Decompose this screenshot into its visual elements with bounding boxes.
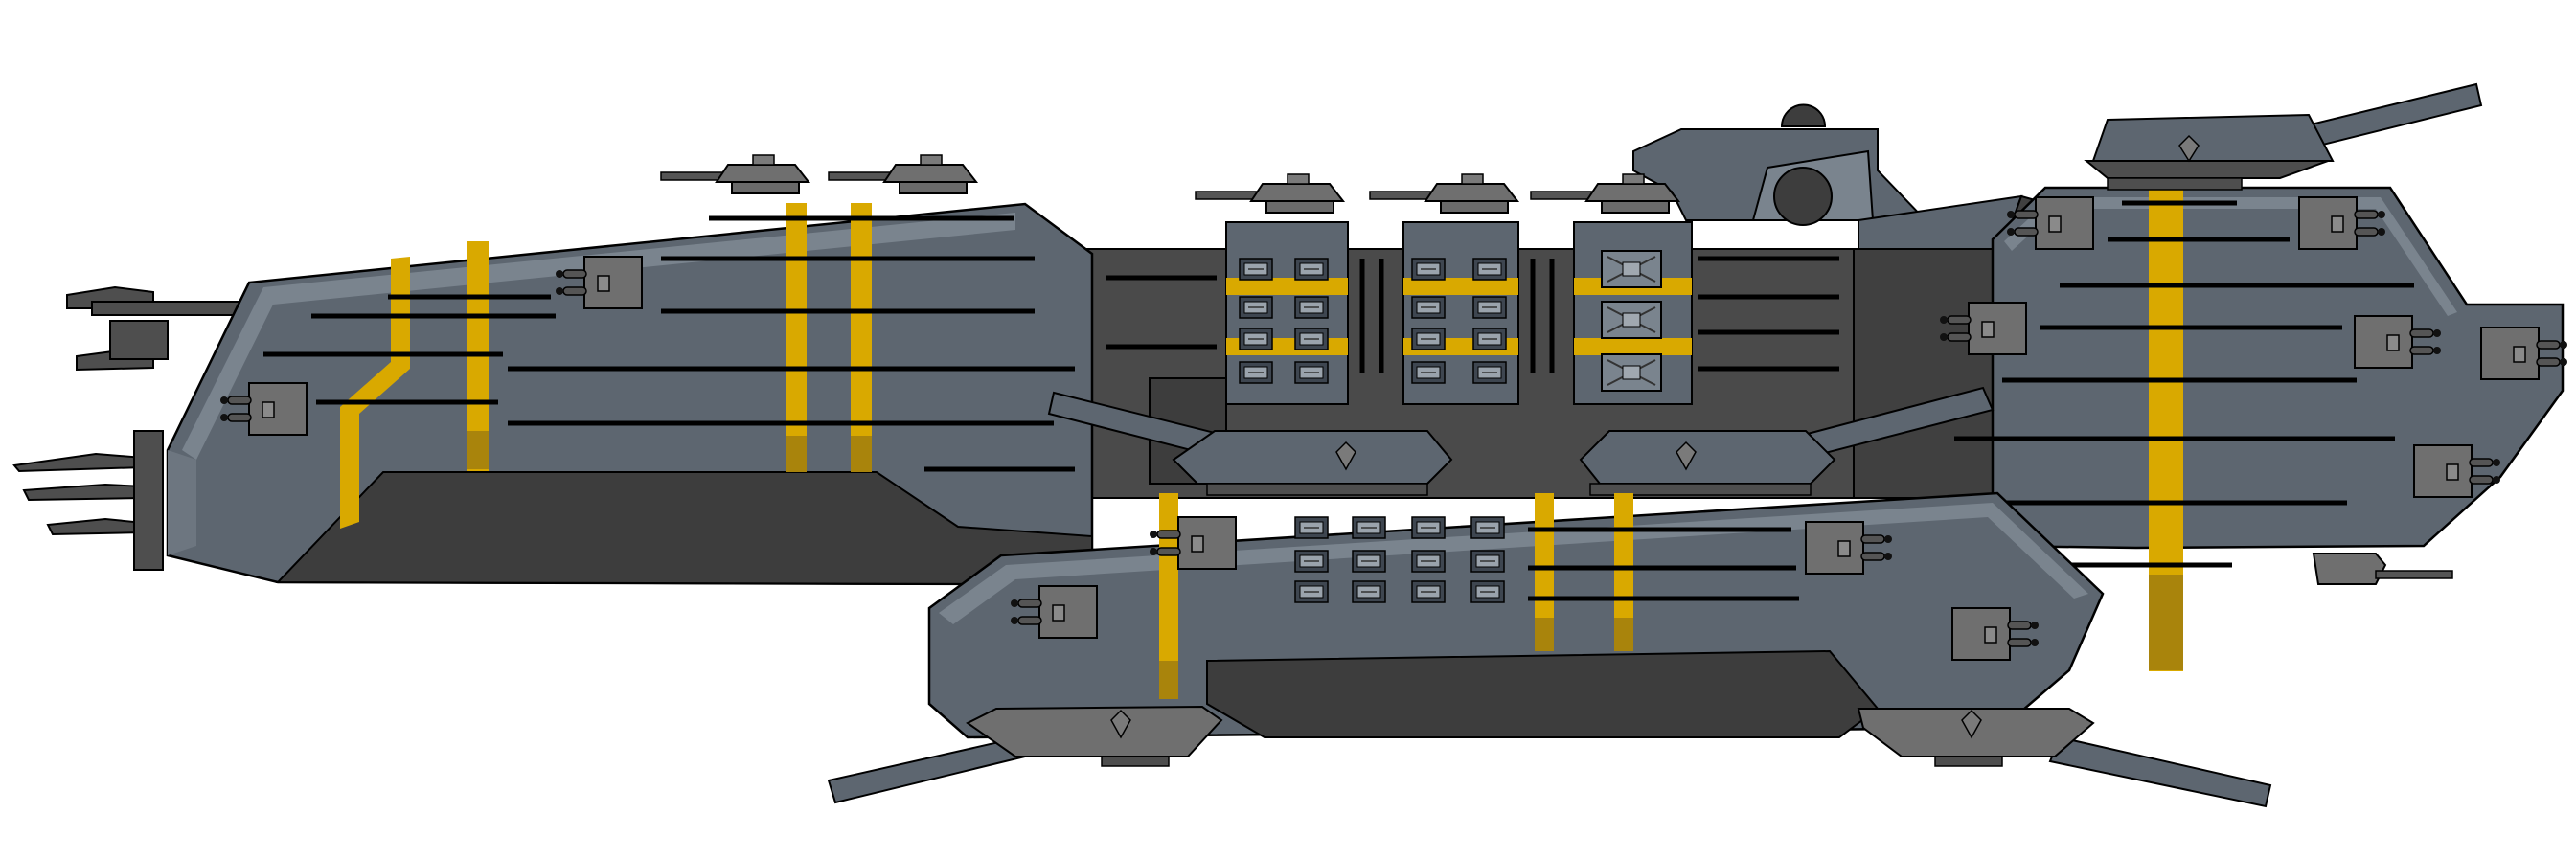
lower-hull-section — [827, 386, 2272, 808]
hatch-icon — [1470, 550, 1505, 573]
hatch-icon — [1411, 258, 1446, 281]
engine-fin-icon — [12, 285, 256, 571]
hatch-icon — [1411, 328, 1446, 350]
hatch-icon — [1601, 301, 1662, 339]
hatch-icon — [1472, 328, 1507, 350]
center-modules — [1195, 173, 1839, 405]
turret-icon — [828, 154, 977, 194]
hatch-icon — [1472, 258, 1507, 281]
hatch-icon — [1472, 361, 1507, 384]
hatch-icon — [1294, 550, 1329, 573]
hatch-icon — [1470, 516, 1505, 539]
turret-icon — [1195, 173, 1344, 214]
hatch-icon — [1294, 258, 1329, 281]
hatch-icon — [1411, 516, 1446, 539]
hatch-icon — [1294, 516, 1329, 539]
hatch-icon — [1601, 353, 1662, 392]
hatch-icon — [1352, 516, 1386, 539]
turret-icon — [1369, 173, 1518, 214]
hatch-icon — [1239, 258, 1273, 281]
hatch-icon — [1294, 328, 1329, 350]
bridge-tower — [1632, 103, 2023, 250]
hatch-icon — [1294, 580, 1329, 603]
hatch-icon — [1239, 296, 1273, 319]
hatch-icon — [1239, 361, 1273, 384]
bow-hull-section — [1939, 82, 2568, 671]
hatch-icon — [1239, 328, 1273, 350]
rear-hull-section — [166, 154, 1094, 586]
hatch-icon — [1294, 361, 1329, 384]
hatch-icon — [1352, 550, 1386, 573]
hatch-icon — [1601, 250, 1662, 288]
turret-icon — [660, 154, 809, 194]
hatch-icon — [1352, 580, 1386, 603]
hatch-icon — [1411, 361, 1446, 384]
hatch-icon — [1294, 296, 1329, 319]
hatch-icon — [1411, 580, 1446, 603]
hatch-icon — [1411, 296, 1446, 319]
hatch-icon — [1411, 550, 1446, 573]
hatch-icon — [1470, 580, 1505, 603]
hatch-icon — [1472, 296, 1507, 319]
